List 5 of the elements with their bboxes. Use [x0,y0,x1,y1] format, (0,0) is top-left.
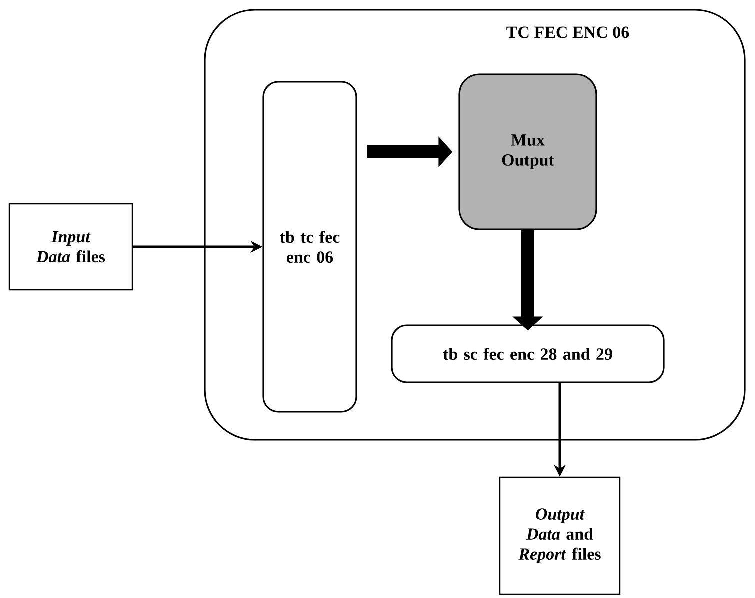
file-box: Output Data and Report files [499,476,621,596]
module-box: tb tc fec enc 06 [262,81,358,413]
file-box: Input Data files [8,203,134,291]
mux-box: Mux Output [458,74,598,230]
module-box: tb sc fec enc 28 and 29 [391,324,665,384]
